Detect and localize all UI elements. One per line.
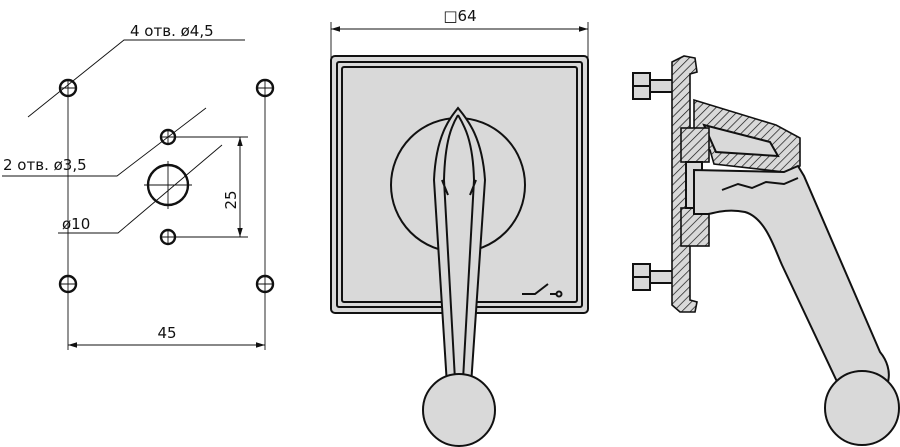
bolt-shaft-bottom [649, 270, 675, 284]
bolt-shaft-top [649, 79, 675, 93]
mounting-plate-section [671, 55, 698, 313]
handle-ball [422, 373, 496, 447]
side-section-view [632, 55, 900, 446]
dim-square-label: □64 [443, 7, 476, 25]
dim-2-holes-label: 2 отв. ø3,5 [3, 156, 87, 174]
dim-horizontal-label: 45 [157, 324, 176, 342]
dim-vertical-label: 25 [222, 190, 240, 209]
drilling-template: 4 отв. ø4,5 2 отв. ø3,5 ø10 25 45 [2, 22, 275, 350]
front-view: □64 [330, 7, 589, 447]
lever-serration [721, 177, 799, 191]
leader-4-holes [27, 39, 245, 118]
side-lever-arm [693, 164, 890, 398]
handle-ridges [441, 114, 477, 381]
handle-lever [432, 106, 487, 386]
side-handle-ball [824, 370, 900, 446]
leader-center-hole [58, 144, 223, 234]
housing-cavity [702, 123, 780, 158]
cam-upper-section [680, 127, 710, 163]
dim-4-holes-label: 4 отв. ø4,5 [130, 22, 214, 40]
switch-symbol-contact-icon [555, 290, 563, 298]
switch-symbol-icon [522, 283, 556, 295]
leader-2-holes [2, 107, 207, 177]
dim-center-hole-label: ø10 [62, 215, 90, 233]
